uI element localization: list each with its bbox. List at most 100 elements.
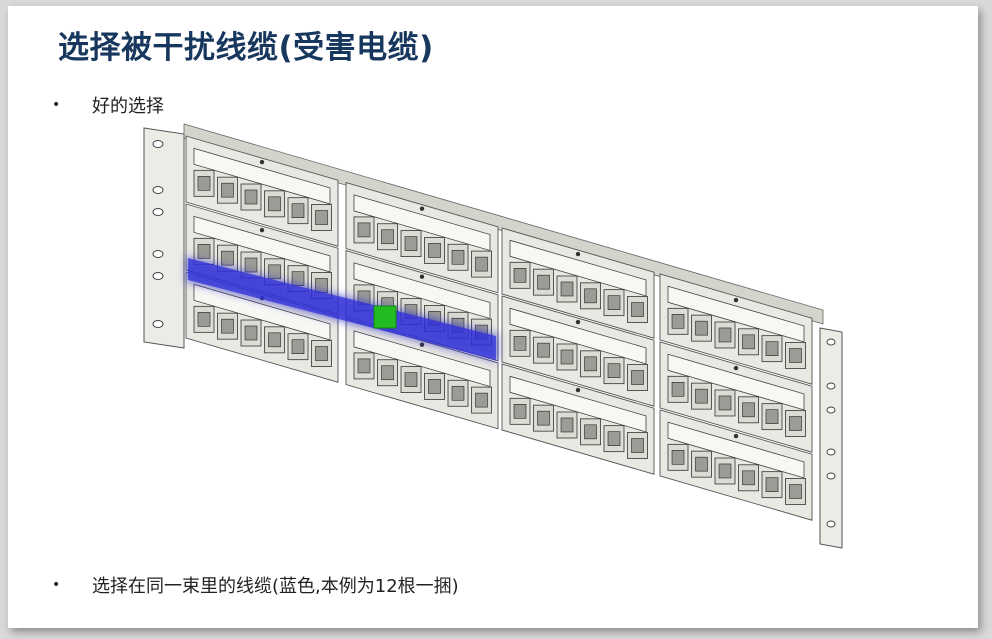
slide-title: 选择被干扰线缆(受害电缆) (58, 30, 434, 66)
port-jack (268, 332, 281, 348)
port-jack (291, 339, 305, 354)
port-jack (404, 372, 418, 387)
label-strip (509, 307, 647, 365)
mounting-screw (733, 365, 739, 371)
port-jack (560, 349, 574, 365)
mounting-screw (259, 227, 265, 233)
patch-panel-figure (143, 123, 843, 549)
port-jack (357, 222, 371, 238)
port-jack (789, 348, 802, 363)
label-strip (193, 283, 331, 341)
port-jack (291, 203, 305, 218)
label-strip (667, 353, 805, 411)
mounting-screw (575, 319, 581, 325)
mounting-screw (419, 274, 425, 279)
port-jack (742, 334, 755, 350)
port-jack (695, 320, 708, 336)
port-jack (584, 288, 597, 304)
label-strip (353, 330, 491, 388)
port-jack (560, 417, 574, 433)
label-strip (353, 194, 491, 252)
port-jack (197, 176, 211, 191)
port-jack (381, 229, 394, 245)
bullet-marker: • (52, 97, 61, 113)
port-jack (718, 327, 732, 343)
port-jack (475, 392, 488, 408)
port-jack (765, 409, 779, 424)
port-jack (221, 182, 234, 198)
port-jack (381, 365, 394, 381)
highlighted-cable-bundle (186, 256, 498, 362)
port-jack (671, 450, 685, 465)
port-jack (404, 236, 418, 251)
port-jack (244, 189, 258, 205)
port-jack (244, 325, 258, 341)
mounting-screw (733, 433, 739, 439)
port-jack (718, 395, 732, 411)
port-jack (451, 385, 465, 401)
port-jack (244, 257, 258, 273)
mounting-screw (575, 387, 581, 393)
port-jack (451, 249, 465, 265)
slide: 选择被干扰线缆(受害电缆) • 好的选择 (8, 6, 978, 628)
port-jack (315, 346, 328, 361)
port-jack (671, 314, 685, 329)
port-jack (197, 244, 211, 259)
port-jack (765, 477, 779, 492)
port-jack (221, 318, 234, 334)
victim-port-marker (373, 305, 397, 329)
port-jack (513, 404, 527, 419)
port-jack (742, 470, 755, 486)
port-jack (695, 456, 708, 472)
label-strip (509, 239, 647, 297)
port-jack (513, 268, 527, 283)
port-jack (789, 484, 802, 499)
bullet-text: 好的选择 (92, 96, 164, 117)
port-jack (631, 302, 644, 317)
port-jack (268, 264, 281, 280)
port-jack (631, 438, 644, 453)
port-jack (765, 341, 779, 356)
label-strip (667, 421, 805, 479)
port-jack (718, 463, 732, 479)
mounting-screw (733, 297, 739, 303)
port-jack (268, 196, 281, 212)
port-jack (631, 370, 644, 385)
label-strip (193, 215, 331, 273)
right-rack-ear (819, 327, 843, 549)
port-jack (357, 358, 371, 374)
patch-panel-modules (185, 135, 813, 521)
bullet-item: • 选择在同一束里的线缆(蓝色,本例为12根一捆) (52, 572, 459, 598)
port-jack (537, 410, 550, 426)
port-jack (315, 210, 328, 225)
port-jack (742, 402, 755, 418)
port-jack (607, 295, 621, 310)
port-jack (537, 274, 550, 290)
label-strip (193, 147, 331, 205)
bullet-text: 选择在同一束里的线缆(蓝色,本例为12根一捆) (92, 576, 459, 597)
mounting-screw (419, 342, 425, 347)
port-jack (789, 416, 802, 431)
port-jack (428, 379, 441, 394)
port-jack (560, 281, 574, 297)
label-strip (353, 262, 491, 320)
port-jack (537, 342, 550, 358)
port-jack (584, 424, 597, 440)
mounting-screw (419, 206, 425, 211)
port-jack (428, 243, 441, 258)
port-jack (197, 312, 211, 327)
mounting-screw (259, 159, 265, 165)
label-strip (509, 375, 647, 433)
port-jack (584, 356, 597, 372)
port-jack (513, 336, 527, 351)
port-jack (695, 388, 708, 404)
port-jack (607, 431, 621, 446)
port-jack (475, 256, 488, 272)
port-jack (671, 382, 685, 397)
mounting-screw (575, 251, 581, 257)
port-jack (221, 250, 234, 266)
bullet-item: • 好的选择 (52, 92, 164, 118)
label-strip (667, 285, 805, 343)
port-jack (607, 363, 621, 378)
bullet-marker: • (52, 577, 61, 593)
